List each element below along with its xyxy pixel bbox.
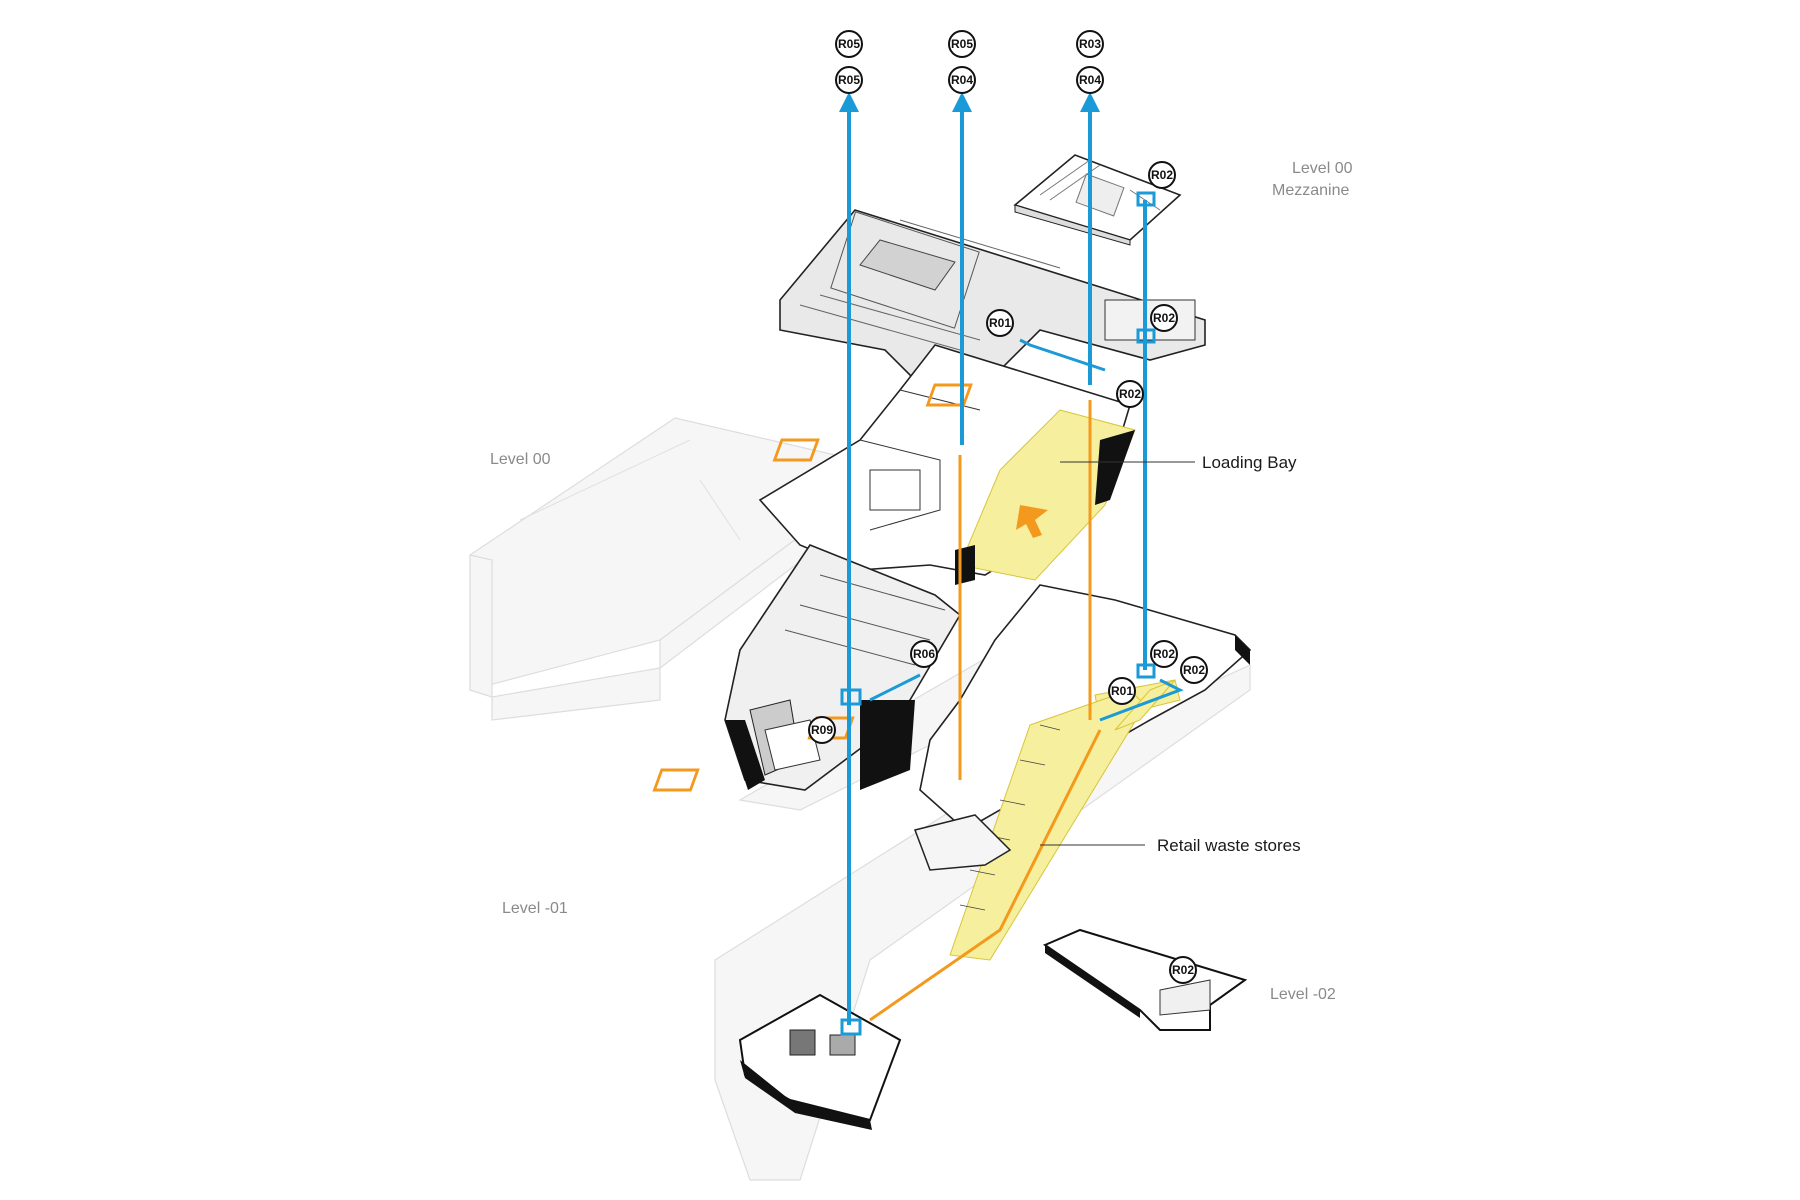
svg-text:R01: R01 — [989, 316, 1011, 330]
level-label-mezz-1: Level 00 — [1292, 160, 1353, 177]
blue-box-mezz — [1136, 191, 1156, 207]
orange-box-l00-right — [925, 383, 973, 407]
svg-text:R05: R05 — [838, 73, 860, 87]
orange-route-waste — [869, 729, 1102, 1022]
blue-route-r06 — [869, 673, 921, 702]
blue-box-tip — [840, 1018, 862, 1036]
blue-route-boxes — [840, 191, 1184, 1036]
badge-r02-level-m01-b: R02 — [1180, 656, 1208, 684]
level-label-minus-01: Level -01 — [502, 900, 568, 917]
route-badge-col3-top: R03 — [1076, 30, 1104, 58]
level-label-00: Level 00 — [490, 451, 551, 468]
badge-r02-level-m02: R02 — [1169, 956, 1197, 984]
svg-text:R02: R02 — [1119, 387, 1141, 401]
svg-text:R02: R02 — [1153, 311, 1175, 325]
svg-text:R09: R09 — [811, 723, 833, 737]
route-badge-col2-bottom: R04 — [948, 66, 976, 94]
level-minus-01-slab — [914, 584, 1252, 961]
level-labels: Level 00 Mezzanine Level 00 Level -01 Le… — [490, 160, 1353, 1003]
svg-text:R02: R02 — [1151, 168, 1173, 182]
badge-r06: R06 — [910, 640, 938, 668]
level-label-minus-02: Level -02 — [1270, 986, 1336, 1003]
callout-leaders — [1040, 461, 1195, 846]
badge-r02-level-00-mid: R02 — [1116, 380, 1144, 408]
level-00-ghost-building — [469, 417, 836, 721]
route-badge-col2-top: R05 — [948, 30, 976, 58]
svg-text:R04: R04 — [1079, 73, 1101, 87]
badge-r02-level-00-right: R02 — [1150, 304, 1178, 332]
level-label-mezz-2: Mezzanine — [1272, 182, 1349, 199]
badge-r01-level-m01: R01 — [1108, 677, 1136, 705]
callout-labels: Loading Bay Retail waste stores — [1157, 453, 1301, 855]
route-top-badges: R05 R05 R05 R04 R03 R04 — [835, 30, 1104, 94]
badge-r09: R09 — [808, 716, 836, 744]
svg-text:R04: R04 — [951, 73, 973, 87]
svg-text:R05: R05 — [951, 37, 973, 51]
route-badge-col1-bottom: R05 — [835, 66, 863, 94]
blue-box-m01 — [1136, 663, 1156, 679]
blue-route-m01 — [1099, 678, 1184, 722]
orange-box-m01-left — [652, 768, 700, 792]
svg-text:R01: R01 — [1111, 684, 1133, 698]
badge-r02-mezzanine: R02 — [1148, 161, 1176, 189]
route-badge-col3-bottom: R04 — [1076, 66, 1104, 94]
callout-retail-waste: Retail waste stores — [1157, 836, 1301, 855]
blue-box-r06 — [840, 688, 862, 706]
svg-text:R03: R03 — [1079, 37, 1101, 51]
orange-service-routes — [652, 383, 1102, 1022]
svg-text:R02: R02 — [1172, 963, 1194, 977]
plan-route-badges: R02 R01 R02 R02 R06 R09 R02 R02 R01 R02 — [808, 161, 1208, 984]
badge-r02-level-m01-a: R02 — [1150, 640, 1178, 668]
blue-route-r01 — [1019, 338, 1106, 372]
route-badge-col1-top: R05 — [835, 30, 863, 58]
svg-text:R02: R02 — [1153, 647, 1175, 661]
level-00-upper-wing — [779, 209, 1206, 396]
blue-box-l00 — [1136, 328, 1156, 344]
badge-r01-level-00: R01 — [986, 309, 1014, 337]
blue-risers — [839, 92, 1147, 1025]
svg-text:R06: R06 — [913, 647, 935, 661]
svg-text:R02: R02 — [1183, 663, 1205, 677]
callout-loading-bay: Loading Bay — [1202, 453, 1297, 472]
svg-text:R05: R05 — [838, 37, 860, 51]
level-minus-02-slab — [1042, 928, 1248, 1031]
level-00-left-wing — [724, 544, 962, 791]
orange-box-l00 — [772, 438, 820, 462]
